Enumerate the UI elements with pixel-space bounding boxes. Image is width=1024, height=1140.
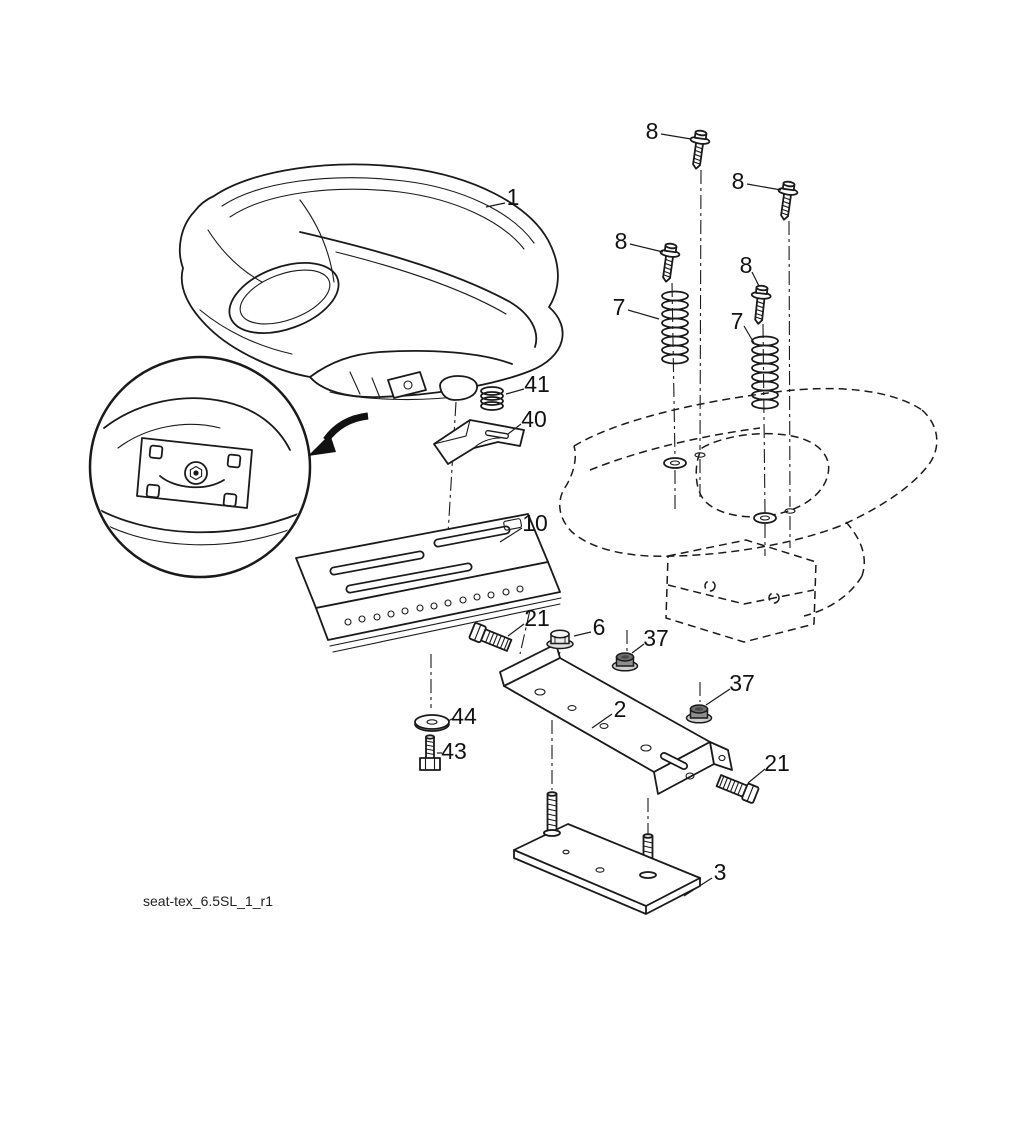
callout-part-8b: 8 (732, 168, 745, 194)
callout-part-44: 44 (451, 703, 477, 729)
bolt-part-8-c (655, 241, 682, 284)
bolt-part-8-a (685, 128, 712, 171)
phantom-hole (704, 580, 716, 592)
callout-part-3: 3 (714, 859, 727, 885)
spring-part-41 (480, 386, 504, 411)
bolt-part-21-right (714, 771, 760, 805)
nut-part-6 (546, 629, 574, 650)
phantom-hole (768, 592, 780, 604)
inset-contents (95, 397, 299, 546)
callout-part-1: 1 (507, 184, 520, 210)
nut-part-37-upper (611, 652, 639, 672)
callout-part-37b: 37 (729, 670, 755, 696)
callout-part-43: 43 (441, 738, 467, 764)
seat-part-1 (179, 163, 564, 401)
callout-part-8d: 8 (740, 252, 753, 278)
callout-part-7a: 7 (613, 294, 626, 320)
clip-part-40 (433, 419, 525, 465)
assembly-centerlines (430, 169, 791, 834)
detail-inset (88, 355, 369, 579)
fender-phantom-outline (559, 387, 938, 643)
bolt-part-8-d (747, 283, 773, 326)
callout-part-2: 2 (614, 696, 627, 722)
seat-pan-part-10 (295, 513, 562, 653)
plate-part-3 (513, 791, 701, 915)
adjustment-hole-row (344, 585, 524, 626)
nut-part-37-lower (685, 704, 713, 724)
callout-part-8c: 8 (615, 228, 628, 254)
rotation-arrow (308, 412, 369, 456)
spring-part-7-left (661, 290, 689, 365)
drawing-id: seat-tex_6.5SL_1_r1 (143, 893, 273, 909)
spring-part-7-right (751, 335, 779, 410)
callout-part-21a: 21 (524, 605, 550, 631)
callout-part-10: 10 (522, 510, 548, 536)
fender-mount-holes (663, 452, 796, 524)
callout-part-40: 40 (521, 406, 547, 432)
bolt-part-8-b (773, 179, 800, 222)
callout-part-8a: 8 (646, 118, 659, 144)
callouts: 1 8 8 8 8 7 7 41 40 10 21 6 37 37 2 21 4… (437, 118, 790, 897)
bracket-part-2 (499, 643, 733, 795)
bolt-part-43 (419, 734, 441, 771)
washer-part-44 (414, 714, 450, 732)
callout-part-6: 6 (593, 614, 606, 640)
callout-part-41: 41 (524, 371, 550, 397)
callout-part-37a: 37 (643, 625, 669, 651)
bolt-part-21-left (468, 621, 514, 655)
callout-part-21b: 21 (764, 750, 790, 776)
callout-part-7b: 7 (731, 308, 744, 334)
